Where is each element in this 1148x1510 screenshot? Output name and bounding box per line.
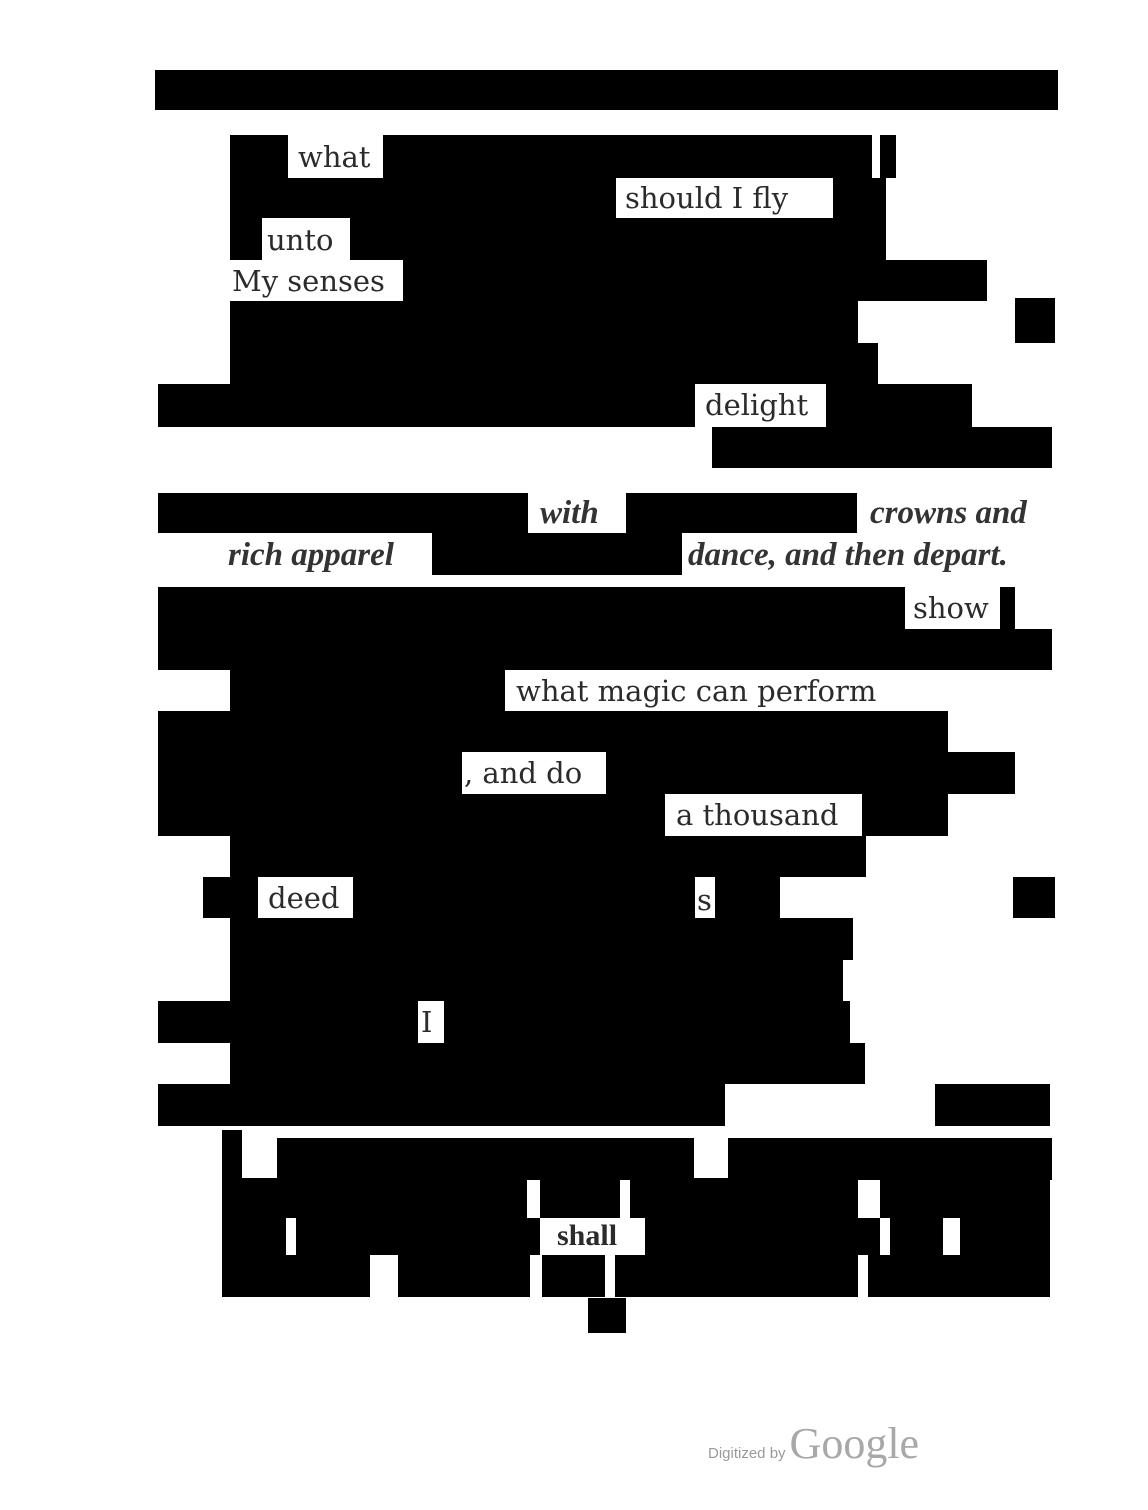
digitized-by-google-watermark: Digitized by Google	[708, 1418, 919, 1469]
poem-word: s	[697, 883, 712, 917]
redaction-block	[203, 877, 258, 918]
poem-word: crowns and	[870, 495, 1027, 531]
redaction-block	[862, 794, 948, 836]
redaction-block	[158, 629, 1052, 670]
redaction-block	[588, 1298, 626, 1333]
redaction-block	[728, 1138, 1052, 1180]
poem-word: with	[540, 495, 599, 531]
redaction-block	[230, 135, 288, 178]
redaction-block	[542, 1255, 605, 1297]
redaction-block	[615, 1255, 858, 1297]
redaction-block	[230, 918, 853, 960]
redaction-block	[935, 1084, 1050, 1126]
redaction-block	[350, 218, 886, 260]
poem-word: a thousand	[676, 798, 839, 832]
redaction-block	[540, 1178, 620, 1218]
redaction-block	[155, 70, 1058, 110]
redaction-block	[158, 752, 462, 794]
redaction-block	[890, 1218, 943, 1255]
redaction-block	[230, 301, 858, 343]
redaction-block	[277, 1138, 694, 1180]
redaction-block	[158, 587, 905, 629]
poem-word: what magic can perform	[516, 674, 877, 708]
poem-word: what	[298, 140, 371, 174]
redaction-block	[230, 218, 262, 260]
redaction-block	[230, 836, 866, 877]
redaction-block	[222, 1218, 286, 1255]
redaction-block	[712, 427, 1052, 468]
redaction-block	[222, 1255, 370, 1297]
redaction-block	[606, 752, 1015, 794]
redaction-block	[715, 877, 780, 918]
redaction-block	[1013, 877, 1055, 918]
redaction-block	[403, 260, 987, 301]
redaction-block	[626, 493, 857, 533]
redaction-block	[444, 1001, 850, 1043]
redaction-block	[960, 1218, 1050, 1255]
poem-word: dance, and then depart.	[688, 537, 1008, 573]
redaction-block	[158, 1084, 725, 1126]
redaction-block	[158, 1001, 418, 1043]
redaction-block	[398, 1255, 530, 1297]
poem-word: I	[421, 1005, 433, 1039]
redaction-block	[222, 1178, 527, 1218]
redaction-block	[383, 135, 872, 178]
redaction-block	[432, 533, 682, 575]
redaction-block	[296, 1218, 540, 1255]
redaction-block	[158, 794, 665, 836]
poem-word: shall	[557, 1219, 618, 1252]
redaction-block	[1000, 587, 1015, 629]
poem-word: rich apparel	[228, 537, 394, 573]
redaction-block	[353, 877, 695, 918]
poem-word: deed	[268, 881, 340, 915]
poem-word: delight	[705, 388, 809, 422]
redaction-block	[158, 493, 528, 533]
redaction-block	[230, 343, 878, 384]
redaction-block	[880, 1178, 1050, 1218]
poem-word: show	[913, 591, 989, 625]
redaction-block	[826, 384, 972, 427]
google-logo-text: Google	[789, 1419, 920, 1468]
redaction-block	[230, 178, 616, 218]
redaction-block	[1015, 298, 1055, 343]
redaction-block	[645, 1218, 880, 1255]
redaction-block	[158, 711, 948, 752]
poem-word: unto	[267, 223, 334, 257]
poem-word: My senses	[232, 264, 385, 298]
redaction-block	[158, 384, 695, 427]
redaction-block	[222, 1130, 242, 1180]
digitized-by-label: Digitized by	[708, 1445, 786, 1462]
poem-word: , and do	[464, 756, 583, 790]
redaction-block	[880, 135, 896, 178]
redaction-block	[630, 1178, 858, 1218]
redaction-block	[230, 960, 843, 1001]
redaction-block	[230, 670, 505, 711]
redaction-block	[833, 178, 886, 218]
redaction-block	[230, 1043, 865, 1084]
poem-word: should I fly	[625, 181, 789, 215]
redaction-block	[868, 1255, 1050, 1297]
